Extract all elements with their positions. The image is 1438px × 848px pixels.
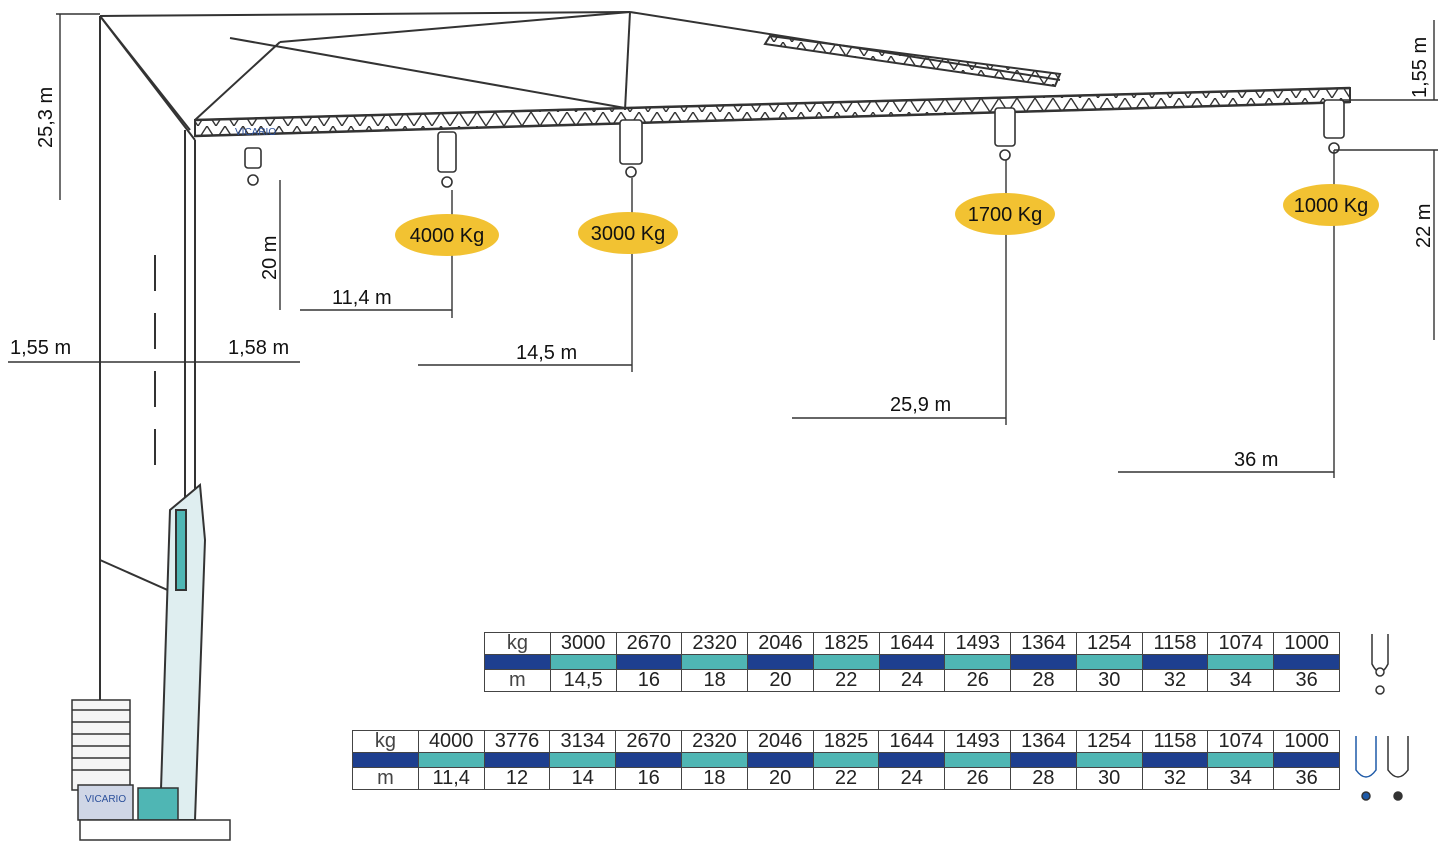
- kg-cell: 1493: [944, 730, 1011, 753]
- kg-cell: 1000: [1273, 632, 1340, 655]
- m-cell: 14: [549, 767, 617, 790]
- kg-cell: 1644: [878, 730, 946, 753]
- table-band: [484, 654, 1340, 670]
- boom-strut: [158, 483, 207, 821]
- load-table-single: kg 3000 2670 2320 2046 1825 1644 1493 13…: [484, 632, 1340, 692]
- base-brand: VICARIO: [85, 794, 126, 805]
- folding-jib-section: [763, 34, 1062, 88]
- kg-cell: 1254: [1075, 730, 1143, 753]
- m-cell: 22: [812, 669, 880, 692]
- dim-hook-drop: 20 m: [259, 236, 281, 280]
- m-cell: 36: [1273, 669, 1340, 692]
- kg-cell: 1158: [1141, 730, 1209, 753]
- kg-header: kg: [484, 632, 551, 655]
- m-cell: 16: [615, 767, 682, 790]
- dim-height-total: 25,3 m: [35, 87, 57, 148]
- kg-cell: 1074: [1207, 632, 1275, 655]
- load-label-2: 3000 Kg: [591, 223, 666, 245]
- dim-hook-height: 22 m: [1413, 204, 1435, 248]
- kg-cell: 1074: [1207, 730, 1275, 753]
- m-cell: 34: [1207, 767, 1275, 790]
- dim-radius-2: 14,5 m: [516, 342, 577, 364]
- m-cell: 24: [878, 669, 946, 692]
- m-cell: 20: [747, 669, 814, 692]
- kg-cell: 2670: [615, 632, 683, 655]
- m-cell: 26: [944, 669, 1012, 692]
- table-row-kg: kg 3000 2670 2320 2046 1825 1644 1493 13…: [484, 632, 1340, 655]
- kg-cell: 1254: [1075, 632, 1143, 655]
- m-cell: 30: [1075, 669, 1143, 692]
- kg-header: kg: [352, 730, 419, 753]
- dim-mast-offset: 1,58 m: [228, 337, 289, 359]
- m-cell: 18: [681, 669, 749, 692]
- dimension-lines: [8, 13, 1438, 478]
- m-cell: 14,5: [549, 669, 617, 692]
- dim-radius-1: 11,4 m: [332, 287, 392, 309]
- dim-rear-offset: 1,55 m: [10, 337, 71, 359]
- m-cell: 12: [483, 767, 551, 790]
- kg-cell: 2046: [746, 730, 814, 753]
- m-cell: 20: [746, 767, 814, 790]
- m-header: m: [484, 669, 551, 692]
- kg-cell: 3000: [549, 632, 617, 655]
- trolley-1: [244, 99, 1345, 188]
- load-table-double: kg 4000 3776 3134 2670 2320 2046 1825 16…: [352, 730, 1340, 790]
- m-cell: 22: [812, 767, 880, 790]
- m-cell: 26: [944, 767, 1011, 790]
- kg-cell: 2320: [681, 632, 749, 655]
- table-band: [352, 752, 1340, 768]
- kg-cell: 2046: [747, 632, 814, 655]
- table-row-m: m 14,5 16 18 20 22 24 26 28 30 32 34 36: [484, 669, 1340, 692]
- m-cell: 24: [878, 767, 946, 790]
- single-hook-icon: [1371, 634, 1389, 695]
- kg-cell: 1000: [1273, 730, 1340, 753]
- kg-cell: 1364: [1010, 632, 1077, 655]
- load-label-4: 1000 Kg: [1294, 195, 1369, 217]
- dim-radius-3: 25,9 m: [890, 394, 951, 416]
- m-header: m: [352, 767, 419, 790]
- kg-cell: 2670: [615, 730, 682, 753]
- m-cell: 36: [1273, 767, 1340, 790]
- kg-cell: 2320: [680, 730, 748, 753]
- m-cell: 32: [1141, 767, 1209, 790]
- counterweight: [71, 699, 231, 841]
- kg-cell: 1158: [1141, 632, 1209, 655]
- table-row-kg: kg 4000 3776 3134 2670 2320 2046 1825 16…: [352, 730, 1340, 753]
- kg-cell: 1364: [1009, 730, 1077, 753]
- m-cell: 28: [1010, 669, 1077, 692]
- load-label-3: 1700 Kg: [968, 204, 1043, 226]
- m-cell: 28: [1009, 767, 1077, 790]
- dim-radius-4: 36 m: [1234, 449, 1278, 471]
- double-hook-icon: [1355, 736, 1409, 801]
- m-cell: 30: [1075, 767, 1143, 790]
- dim-tip-offset: 1,55 m: [1409, 37, 1431, 98]
- kg-cell: 1493: [944, 632, 1012, 655]
- kg-cell: 3134: [549, 730, 617, 753]
- kg-cell: 1644: [878, 632, 946, 655]
- m-cell: 34: [1207, 669, 1275, 692]
- kg-cell: 1825: [812, 632, 880, 655]
- mast: [99, 15, 196, 820]
- m-cell: 11,4: [417, 767, 485, 790]
- table-row-m: m 11,4 12 14 16 18 20 22 24 26 28 30 32 …: [352, 767, 1340, 790]
- jib-brand: VICARIO: [235, 127, 276, 138]
- kg-cell: 3776: [483, 730, 551, 753]
- jib: [194, 86, 1351, 138]
- kg-cell: 4000: [417, 730, 485, 753]
- m-cell: 16: [615, 669, 683, 692]
- kg-cell: 1825: [812, 730, 880, 753]
- load-label-1: 4000 Kg: [410, 225, 485, 247]
- load-markers: [395, 184, 1379, 256]
- m-cell: 32: [1141, 669, 1209, 692]
- m-cell: 18: [680, 767, 748, 790]
